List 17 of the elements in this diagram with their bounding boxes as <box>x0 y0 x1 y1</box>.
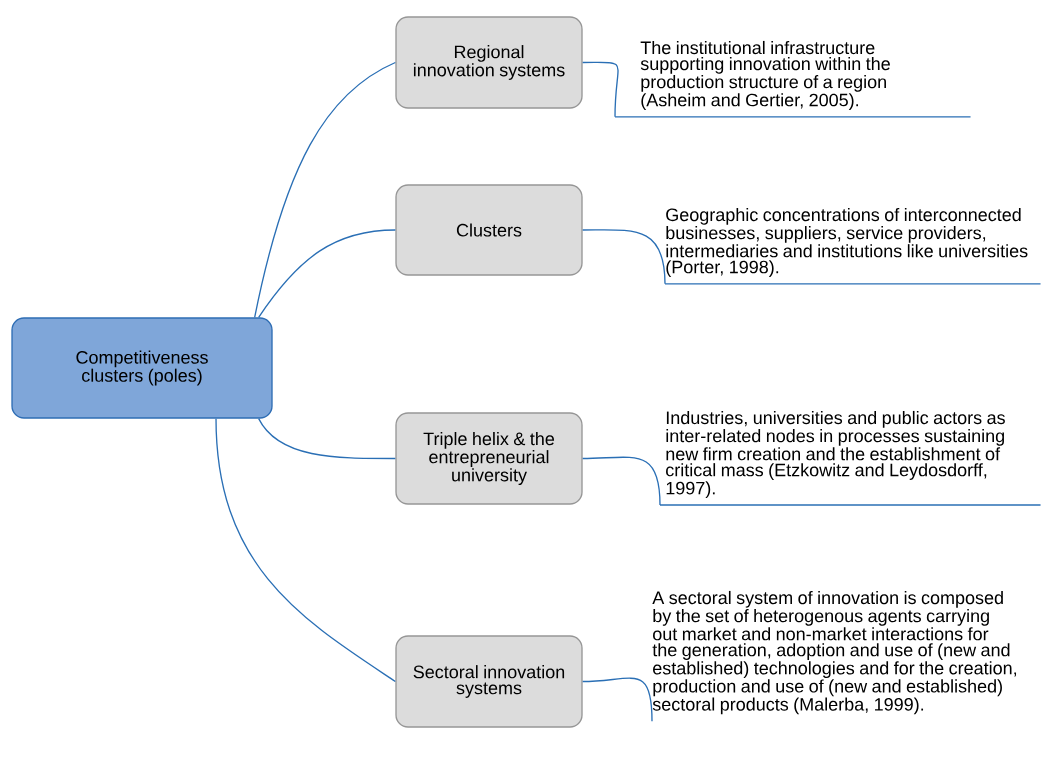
connector-curve <box>582 456 661 506</box>
concept-box: Clusters <box>395 184 583 276</box>
concept-box: Sectoral innovation systems <box>395 635 583 728</box>
definition-text: A sectoral system of innovation is composed by the set of heterogenous agents carrying out market and non-market interactions for the generation, adoption and use of (new and established) technologies and for the creation, production and use of (new and established) sectoral products (Malerba, 1999). <box>652 590 1017 715</box>
connector-curve <box>215 418 396 683</box>
connector-curve <box>258 229 396 318</box>
definition-text: The institutional infrastructure supporting innovation within the production structure of a region (Asheim and Gertier, 2005). <box>614 40 972 118</box>
connector-curve <box>582 229 666 285</box>
concept-box: Triple helix & the entrepreneurial university <box>395 412 583 505</box>
connector-curve <box>254 61 396 318</box>
connector-curve <box>582 677 653 722</box>
definition-text: Industries, universities and public actors as inter-related nodes in processes sustaining new firm creation and the establishment of critical mass (Etzkowitz and Leydosdorff, 1997). <box>659 410 1042 506</box>
connector-curve <box>258 418 396 460</box>
topic-box: Competitiveness clusters (poles) <box>11 317 273 419</box>
connector-curve <box>582 61 619 118</box>
definition-text: Geographic concentrations of interconnected businesses, suppliers, service providers, intermediaries and institutions like universities (Porter, 1998). <box>664 207 1042 285</box>
concept-box: Regional innovation systems <box>395 16 583 109</box>
